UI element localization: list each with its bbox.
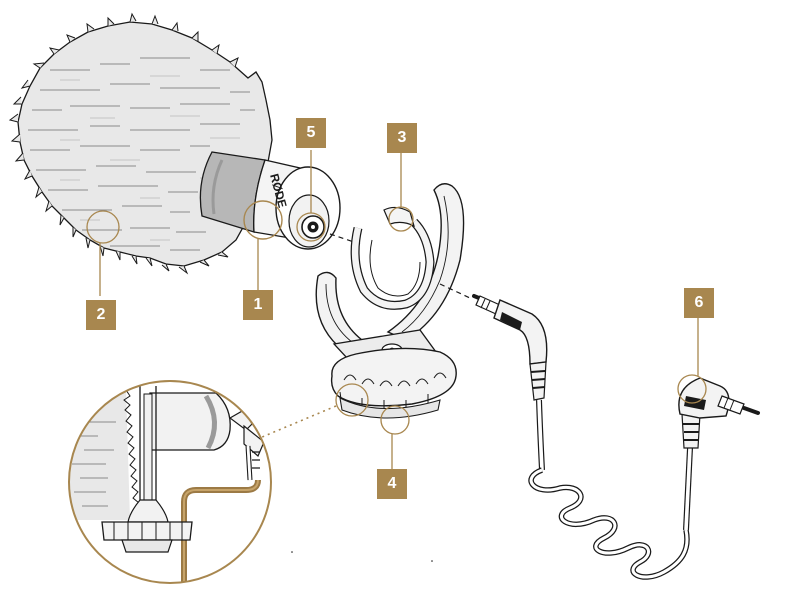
callout-6: 6 — [684, 288, 714, 318]
callout-1: 1 — [243, 290, 273, 320]
callout-2: 2 — [86, 300, 116, 330]
shock-mount — [315, 152, 465, 472]
coiled-cable — [439, 283, 760, 580]
detail-inset — [68, 380, 272, 584]
microphone-body: RØDE — [199, 150, 341, 290]
callout-5: 5 — [296, 118, 326, 148]
windshield — [8, 12, 273, 275]
callout-4: 4 — [377, 469, 407, 499]
callout-3: 3 — [387, 123, 417, 153]
